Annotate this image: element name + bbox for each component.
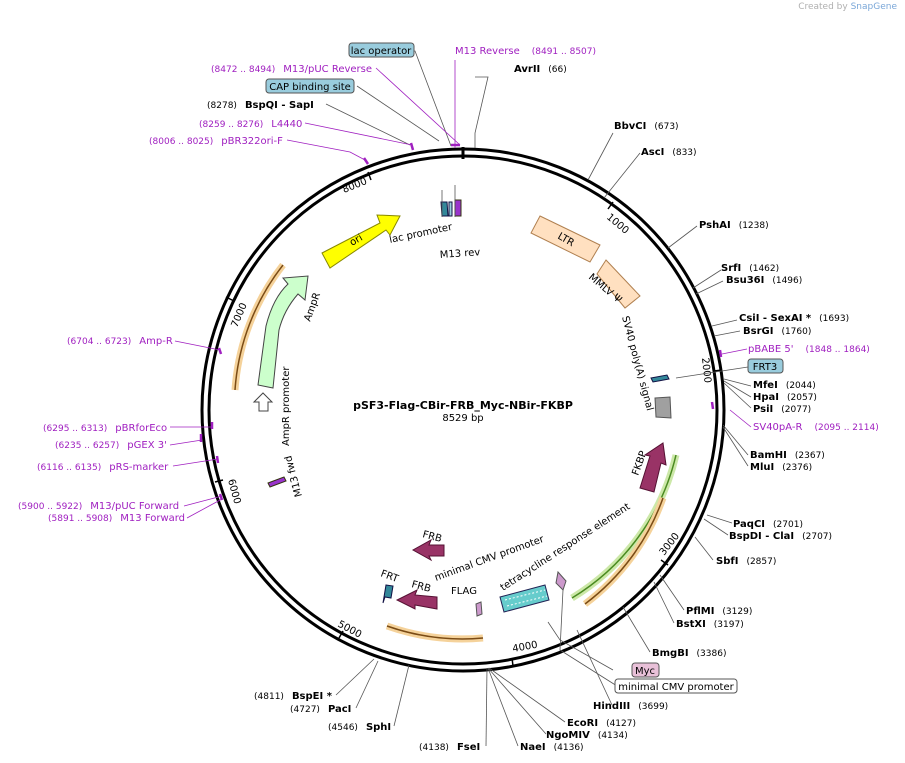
credit-prefix: Created by — [798, 2, 848, 12]
primer-prs-marker[interactable]: (6116 .. 6135)pRS-marker — [37, 462, 169, 473]
primer-m13-forward[interactable]: (5891 .. 5908)M13 Forward — [48, 513, 185, 524]
feature-tre[interactable]: tetracycline response element — [499, 501, 633, 613]
feature-label-frb-1: FRB — [421, 529, 443, 545]
primer-leaders — [169, 60, 752, 519]
feature-flag[interactable]: FLAG — [451, 586, 483, 617]
snapgene-brand[interactable]: SnapGene — [850, 2, 897, 12]
feature-label-frt: FRT — [379, 568, 401, 585]
site-bmgbi[interactable]: BmgBI(3386) — [652, 648, 726, 659]
feature-label-ampr-promoter: AmpR promoter — [281, 366, 292, 446]
plasmid-size: 8529 bp — [442, 413, 483, 424]
site-sbfi[interactable]: SbfI(2857) — [716, 556, 776, 567]
feature-sv40-polya[interactable]: SV40 poly(A) signal — [619, 315, 672, 419]
leader-lines — [325, 50, 752, 747]
site-paqci[interactable]: PaqCI(2701) — [733, 519, 803, 530]
feature-fkbp[interactable]: FKBP — [630, 442, 667, 493]
box-label-myc: Myc — [635, 666, 655, 677]
feature-label-m13-fwd: M13 fwd — [283, 454, 305, 498]
primer-pbr322ori-f[interactable]: (8006 .. 8025)pBR322ori-F — [149, 136, 283, 147]
primer-marks — [199, 142, 723, 501]
site-mlui[interactable]: MluI(2376) — [750, 462, 812, 473]
restriction-sites: AvrII(66) BbvCI(673) AscI(833) PshAI(123… — [207, 64, 849, 753]
primer-amp-r[interactable]: (6704 .. 6723)Amp-R — [67, 336, 173, 347]
ruler-label-2000: 2000 — [699, 357, 713, 383]
feature-frb-1[interactable]: FRB — [411, 529, 445, 562]
feature-m13-fwd[interactable]: M13 fwd — [267, 454, 305, 498]
feature-label-m13-rev: M13 rev — [439, 247, 480, 261]
primer-m13puc-reverse[interactable]: (8472 .. 8494)M13/pUC Reverse — [211, 64, 372, 75]
primer-l4440[interactable]: (8259 .. 8276)L4440 — [199, 119, 302, 130]
site-hpai[interactable]: HpaI(2057) — [753, 392, 817, 403]
site-hindiii[interactable]: HindIII(3699) — [593, 701, 668, 712]
site-sphi[interactable]: (4546)SphI — [328, 722, 391, 733]
primers: M13 Reverse(8491 .. 8507) (8472 .. 8494)… — [18, 46, 879, 524]
site-bspdi-clai[interactable]: BspDI - ClaI(2707) — [729, 531, 832, 542]
feature-ltr[interactable]: LTR — [530, 215, 601, 263]
ruler-label-6000: 6000 — [225, 478, 242, 505]
primer-pgex3[interactable]: (6235 .. 6257)pGEX 3' — [55, 440, 167, 451]
ruler-label-8000: 8000 — [341, 176, 369, 196]
box-frt3[interactable]: FRT3 — [747, 358, 784, 374]
primer-pbabe5[interactable]: pBABE 5'(1848 .. 1864) — [748, 344, 870, 355]
site-csii-sexai[interactable]: CsiI - SexAI *(1693) — [739, 313, 849, 324]
site-bsrgi[interactable]: BsrGI(1760) — [743, 326, 811, 337]
primer-m13-reverse[interactable]: M13 Reverse(8491 .. 8507) — [455, 46, 596, 57]
site-bsu36i[interactable]: Bsu36I(1496) — [726, 275, 802, 286]
site-bamhi[interactable]: BamHI(2367) — [750, 450, 825, 461]
feature-frb-2[interactable]: FRB — [395, 579, 438, 610]
site-bspei[interactable]: (4811)BspEI * — [254, 691, 333, 702]
feature-lac-promoter[interactable]: lac promoter — [388, 201, 454, 246]
feature-frt[interactable]: FRT — [379, 568, 401, 604]
site-fsei[interactable]: (4138)FseI — [419, 742, 480, 753]
credit: Created by SnapGene — [798, 2, 897, 12]
feature-label-frb-2: FRB — [410, 579, 432, 595]
site-ngomiv[interactable]: NgoMIV(4134) — [546, 730, 628, 741]
site-pshai[interactable]: PshAI(1238) — [699, 220, 769, 231]
feature-label-lac-promoter: lac promoter — [388, 222, 454, 246]
feature-ampr-promoter[interactable]: AmpR promoter — [252, 366, 292, 446]
feature-mmlv-psi[interactable]: MMLV Ψ — [586, 259, 641, 309]
site-bstxi[interactable]: BstXI(3197) — [676, 619, 744, 630]
primer-m13puc-forward[interactable]: (5900 .. 5922)M13/pUC Forward — [18, 501, 179, 512]
primer-pbrforeco[interactable]: (6295 .. 6313)pBRforEco — [43, 423, 167, 434]
box-minimal-cmv[interactable]: minimal CMV promoter — [614, 678, 738, 694]
ruler-label-4000: 4000 — [512, 640, 539, 655]
site-bspqi-sapi[interactable]: (8278)BspQI - SapI — [207, 100, 314, 111]
site-psii[interactable]: PsiI(2077) — [753, 404, 811, 415]
site-asci[interactable]: AscI(833) — [641, 147, 697, 158]
site-ecori[interactable]: EcoRI(4127) — [567, 718, 636, 729]
site-paci[interactable]: (4727)PacI — [290, 704, 351, 715]
site-naei[interactable]: NaeI(4136) — [520, 742, 584, 753]
box-cap-binding-site[interactable]: CAP binding site — [265, 78, 355, 94]
box-label-lac-operator: lac operator — [351, 46, 412, 57]
site-pflmi[interactable]: PflMI(3129) — [686, 606, 752, 617]
box-label-minimal-cmv: minimal CMV promoter — [618, 682, 734, 693]
feature-ori[interactable]: ori — [321, 214, 401, 269]
site-avrii[interactable]: AvrII(66) — [514, 64, 567, 75]
feature-label-flag: FLAG — [451, 586, 477, 597]
primer-sv40pa-r[interactable]: SV40pA-R(2095 .. 2114) — [753, 422, 879, 433]
feature-label-sv40-polya: SV40 poly(A) signal — [619, 315, 655, 412]
feature-m13-rev[interactable]: M13 rev — [439, 199, 481, 261]
site-mfei[interactable]: MfeI(2044) — [753, 380, 816, 391]
box-lac-operator[interactable]: lac operator — [348, 42, 415, 58]
box-label-frt3: FRT3 — [753, 362, 777, 373]
site-srfi[interactable]: SrfI(1462) — [721, 263, 779, 274]
site-bbvci[interactable]: BbvCI(673) — [614, 121, 679, 132]
box-label-cap: CAP binding site — [269, 82, 351, 93]
feature-frt3-marker[interactable] — [650, 374, 670, 383]
plasmid-name: pSF3-Flag-CBir-FRB_Myc-NBir-FKBP — [353, 399, 573, 412]
box-myc[interactable]: Myc — [631, 662, 660, 678]
